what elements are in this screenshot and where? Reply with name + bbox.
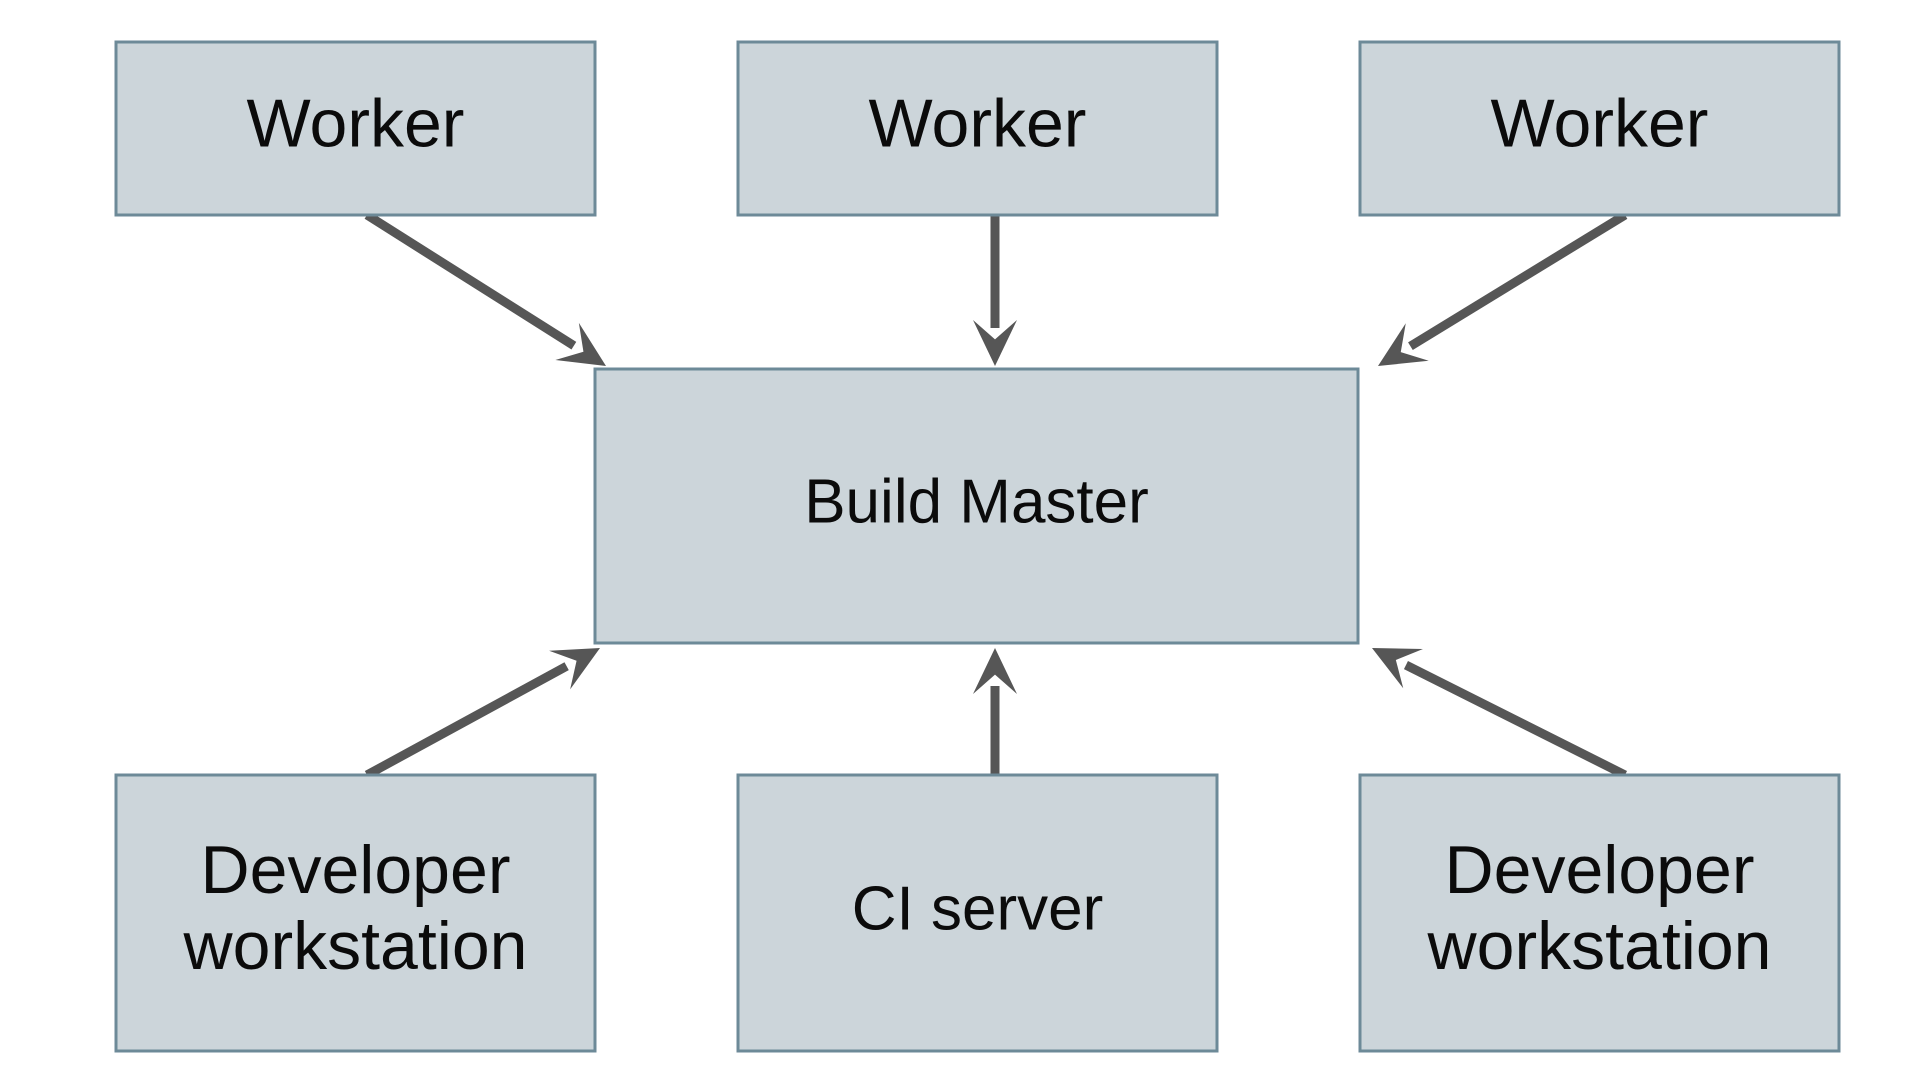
node-label: Worker	[869, 85, 1087, 161]
node-box[interactable]	[736, 773, 1219, 1053]
edges-layer	[364, 211, 1628, 780]
edge-shaft	[364, 211, 577, 350]
arrowhead-icon	[1372, 648, 1423, 689]
arrowhead-icon	[973, 648, 1017, 694]
node-box[interactable]	[1358, 40, 1841, 217]
edge-worker3-to-master	[1378, 211, 1628, 366]
node-label: Developer	[201, 832, 511, 908]
node-box[interactable]	[114, 40, 597, 217]
node-box[interactable]	[593, 367, 1360, 645]
node-worker-3[interactable]: Worker	[1358, 40, 1841, 217]
arrowhead-icon	[555, 322, 606, 366]
edge-shaft	[1408, 211, 1628, 351]
edge-devright-to-master	[1372, 648, 1628, 780]
edge-ci-to-master	[973, 648, 1017, 775]
arrowhead-icon	[549, 648, 600, 690]
node-label: Build Master	[804, 467, 1149, 536]
node-ci-server[interactable]: CI server	[736, 773, 1219, 1053]
node-label: workstation	[1427, 908, 1772, 984]
node-box[interactable]	[114, 773, 597, 1053]
node-label: Worker	[1491, 85, 1709, 161]
node-worker-2[interactable]: Worker	[736, 40, 1219, 217]
edge-worker1-to-master	[364, 211, 606, 366]
arrowhead-icon	[1378, 323, 1429, 366]
node-label: CI server	[852, 874, 1103, 943]
edge-devleft-to-master	[364, 648, 600, 779]
node-box[interactable]	[1358, 773, 1841, 1053]
edge-shaft	[364, 662, 569, 779]
node-label: Developer	[1445, 832, 1755, 908]
node-box[interactable]	[736, 40, 1219, 217]
node-build-master[interactable]: Build Master	[593, 367, 1360, 645]
edge-worker2-to-master	[973, 215, 1017, 366]
node-label: Worker	[247, 85, 465, 161]
arrowhead-icon	[973, 320, 1017, 366]
edge-shaft	[1403, 661, 1628, 780]
node-worker-1[interactable]: Worker	[114, 40, 597, 217]
node-label: workstation	[183, 908, 528, 984]
